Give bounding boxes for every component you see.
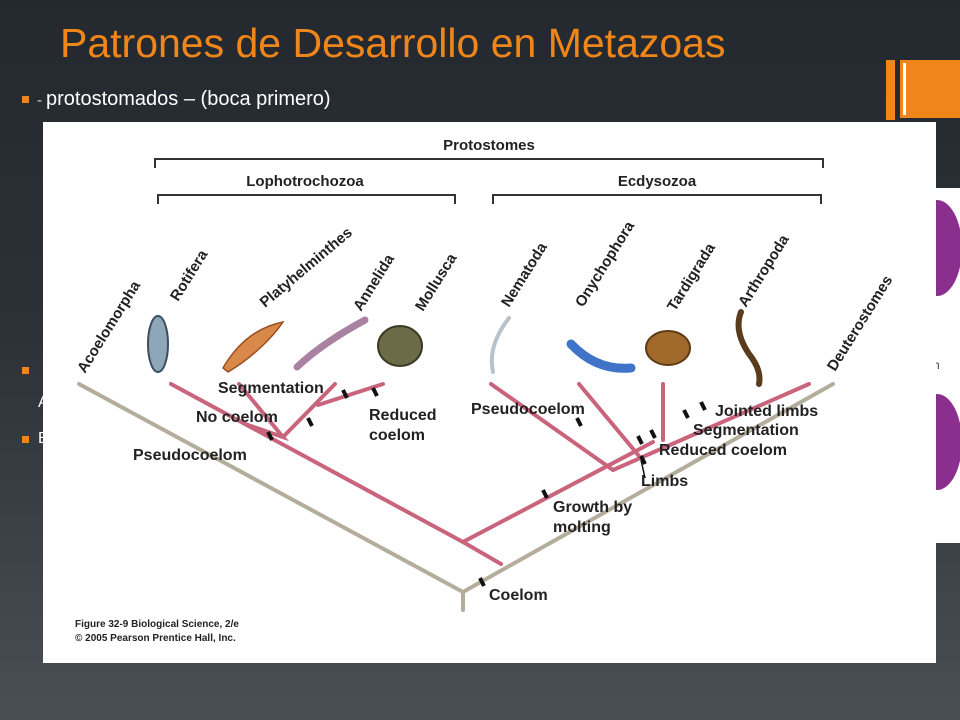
nematode-icon [489,316,511,374]
bullet-square-icon [22,436,29,443]
taxon-onychophora: Onychophora [572,218,638,310]
taxon-annelida: Annelida [350,251,398,314]
trait-jointed-limbs: Jointed limbs [715,403,818,420]
figure-credit-line2: © 2005 Pearson Prentice Hall, Inc. [75,633,236,644]
branch-rotifera [169,382,465,544]
trait-coelom: Coelom [489,587,548,604]
tardigrade-icon [645,330,691,366]
organism-icons [147,309,763,387]
taxon-nematoda: Nematoda [498,239,551,310]
taxon-arthropoda: Arthropoda [735,231,793,310]
trait-growth-line2: molting [553,519,611,536]
trait-ticks [266,387,707,587]
limbs-leader-line [640,459,646,479]
trait-pseudocoelom-right: Pseudocoelom [471,401,585,418]
scorpion-icon [735,309,763,387]
bracket-lophotrochozoa [157,194,456,204]
corner-accent-bar [886,60,895,120]
corner-accent-box [900,60,960,118]
onychophoran-icon [566,339,636,373]
trait-no-coelom: No coelom [196,409,278,426]
phylogeny-figure: Protostomes Lophotrochozoa Ecdysozoa [43,122,936,663]
slide-title: Patrones de Desarrollo en Metazoas [60,20,726,66]
trait-reduced-coelom-right: Reduced coelom [659,442,787,459]
taxon-labels: Acoelomorpha Rotifera Platyhelminthes An… [74,218,896,376]
annelid-worm-icon [293,316,369,371]
rotifer-icon [147,315,169,373]
branch-nematoda [489,382,615,472]
trait-pseudocoelom-left: Pseudocoelom [133,447,247,464]
flatworm-icon [222,320,285,373]
trait-reduced-coelom-line2: coelom [369,427,425,444]
branch-deuterostomes [461,382,835,594]
corner-accent-line [903,63,960,115]
label-ecdysozoa: Ecdysozoa [618,173,697,190]
bracket-protostomes [154,158,824,168]
branch-annelida [281,382,337,439]
trait-limbs: Limbs [641,473,688,490]
label-lophotrochozoa: Lophotrochozoa [246,173,364,190]
taxon-tardigrada: Tardigrada [664,240,719,314]
bullet-protostomados: -protostomados – (boca primero) [22,88,331,111]
taxon-acoelomorpha: Acoelomorpha [74,277,144,376]
trait-reduced-coelom-line1: Reduced [369,407,437,424]
taxon-mollusca: Mollusca [412,250,461,314]
phylogeny-tree: Protostomes Lophotrochozoa Ecdysozoa [74,137,896,644]
branch-mollusca [316,382,385,407]
protostome-branches [169,382,811,566]
bracket-ecdysozoa [492,194,822,204]
figure-credit-line1: Figure 32-9 Biological Science, 2/e [75,619,239,630]
bullet-square-icon [22,367,29,374]
bullet-text: protostomados – (boca primero) [46,88,331,110]
branch-onychophora [577,382,641,458]
trait-segmentation-right: Segmentation [693,422,799,439]
trait-labels: Segmentation No coelom Reduced coelom Ps… [133,380,818,604]
mollusc-shell-icon [377,325,423,367]
partial-text-h: h [933,358,940,372]
trait-segmentation-left: Segmentation [218,380,324,397]
taxon-rotifera: Rotifera [167,246,212,304]
trait-growth-line1: Growth by [553,499,632,516]
header-brackets [154,158,824,204]
taxon-platyhelminthes: Platyhelminthes [257,224,356,311]
bullet-dash: - [37,92,42,109]
branch-acoelomorpha [77,382,465,594]
branch-arthropoda [611,382,811,472]
taxon-deuterostomes: Deuterostomes [824,273,896,375]
label-protostomes: Protostomes [443,137,535,154]
bullet-square-icon [22,96,29,104]
basal-branches [77,382,835,612]
